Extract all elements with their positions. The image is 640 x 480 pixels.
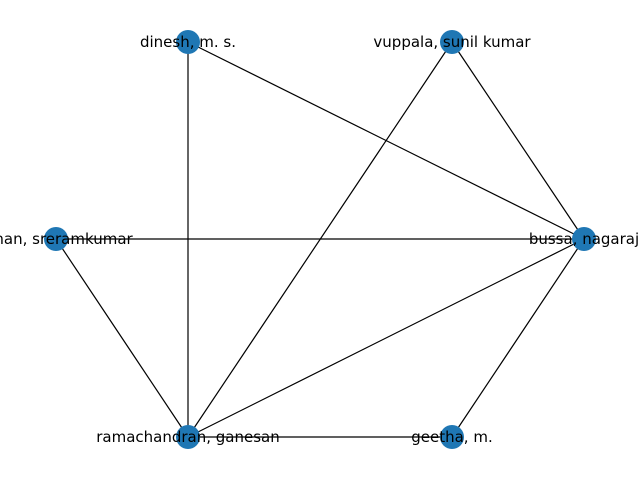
edge-bussa-geetha <box>451 238 585 438</box>
node-label-bussa: bussa, nagaraj <box>529 230 639 248</box>
node-label-vuppala: vuppala, sunil kumar <box>373 33 531 51</box>
node-vuppala[interactable] <box>440 30 464 54</box>
node-label-dinesh: dinesh, m. s. <box>140 33 236 51</box>
node-label-ramachandran: ramachandran, ganesan <box>96 428 280 446</box>
edges <box>55 41 585 438</box>
edge-bussa-ramachandran <box>187 238 585 438</box>
node-bussa[interactable] <box>572 227 596 251</box>
node-sreramkumar[interactable] <box>44 227 68 251</box>
edge-sreramkumar-ramachandran <box>55 238 189 438</box>
node-geetha[interactable] <box>440 425 464 449</box>
node-label-geetha: geetha, m. <box>411 428 492 446</box>
node-ramachandran[interactable] <box>176 425 200 449</box>
node-label-sreramkumar: athan, sreramkumar <box>0 230 134 248</box>
node-dinesh[interactable] <box>176 30 200 54</box>
node-labels: dinesh, m. s. vuppala, sunil kumar athan, … <box>0 33 639 446</box>
edge-vuppala-bussa <box>451 41 585 240</box>
nodes <box>44 30 596 449</box>
